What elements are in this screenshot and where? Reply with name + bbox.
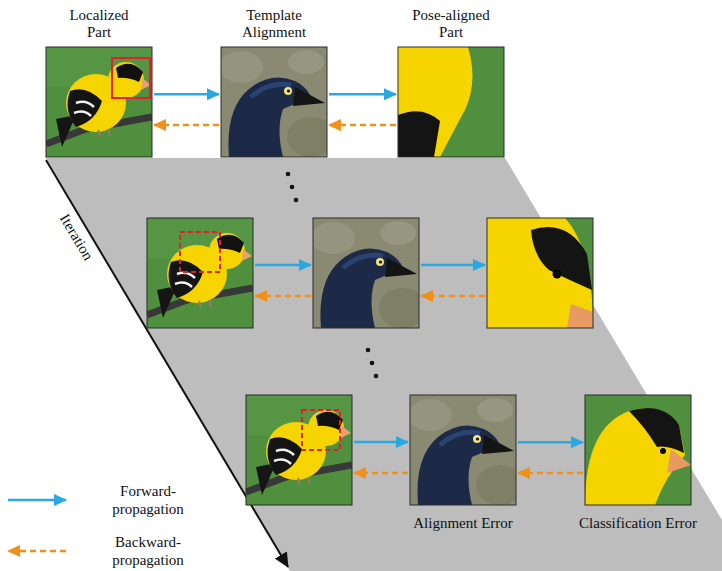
image-tile: Template Alignment xyxy=(221,47,327,157)
iteration-band xyxy=(46,158,722,571)
tile-borders xyxy=(46,47,691,505)
image-tile: Pose-aligned Part xyxy=(398,47,504,157)
backward-arrow xyxy=(154,124,219,127)
error-label: Alignment Error xyxy=(413,515,513,532)
legend-samples xyxy=(8,500,66,551)
column-heading: Template Alignment xyxy=(233,7,315,42)
image-tile: Alignment Error xyxy=(410,395,516,505)
forward-arrow xyxy=(154,93,219,96)
backward-arrow xyxy=(329,124,396,127)
axis-label: Iteration xyxy=(56,211,96,263)
legend-label: Backward-propagation xyxy=(102,533,194,569)
legend-label: Forward-propagation xyxy=(102,482,194,518)
iteration-arrow xyxy=(46,160,288,567)
column-heading: Localized Part xyxy=(58,7,140,42)
backward-arrow xyxy=(518,472,583,475)
error-label: Classification Error xyxy=(579,515,697,532)
forward-arrow xyxy=(329,93,396,96)
image-tiles xyxy=(46,47,691,505)
propagation-arrows xyxy=(255,265,485,473)
forward-arrow xyxy=(518,441,583,444)
column-heading: Pose-aligned Part xyxy=(410,7,492,42)
part-box xyxy=(112,58,340,450)
image-tile: Localized Part xyxy=(46,47,152,157)
image-tile: Classification Error xyxy=(585,395,691,505)
